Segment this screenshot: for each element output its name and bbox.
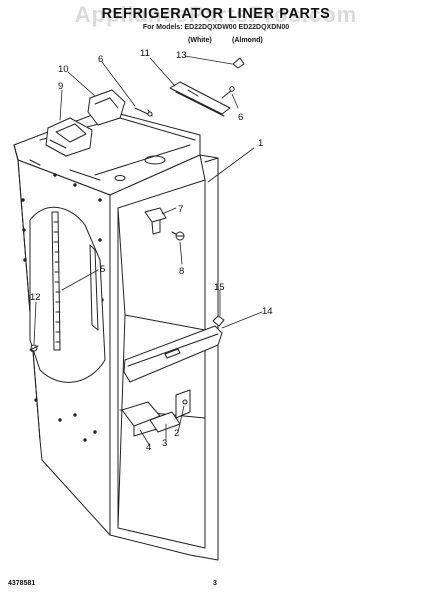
- shelf-cover-part-14: [123, 325, 223, 383]
- callout-labels: 1 2 3 4 5 6 6 7 8 9 10 11 12 13 14 15: [30, 48, 273, 453]
- screw-part-8: [171, 231, 185, 241]
- callout-14: 14: [262, 306, 273, 317]
- callout-1: 1: [258, 138, 263, 149]
- callout-6-top: 6: [98, 54, 103, 65]
- leader-lines: [33, 55, 263, 447]
- callout-2: 2: [174, 428, 179, 439]
- callout-15: 15: [214, 282, 225, 293]
- callout-8: 8: [179, 266, 184, 277]
- clip-part-13: [232, 57, 245, 69]
- variant-almond-label: (Almond): [232, 37, 263, 44]
- bottom-brackets: [121, 389, 191, 437]
- callout-10: 10: [58, 64, 69, 75]
- callout-4: 4: [146, 442, 151, 453]
- liner-body: [13, 109, 219, 561]
- variant-white-label: (White): [188, 37, 212, 44]
- page-title: REFRIGERATOR LINER PARTS: [101, 6, 331, 22]
- bracket-part-7: [144, 207, 167, 235]
- doc-number: 4378581: [8, 580, 36, 587]
- screw-part-6: [134, 86, 235, 117]
- model-line: For Models: ED22DQXDW00 ED22DQXDN00: [142, 24, 290, 31]
- callout-7: 7: [178, 204, 183, 215]
- top-left-bracket: [45, 89, 126, 157]
- callout-9: 9: [58, 81, 63, 92]
- page-number: 3: [213, 580, 217, 587]
- callout-6-right: 6: [238, 112, 243, 123]
- callout-13: 13: [176, 50, 187, 61]
- callout-5: 5: [100, 264, 105, 275]
- clip-part-15: [212, 315, 225, 327]
- screw-part-12: [29, 344, 39, 352]
- callout-11: 11: [140, 48, 150, 59]
- top-rail-part-11: [169, 81, 231, 117]
- callout-12: 12: [30, 292, 41, 303]
- callout-3: 3: [162, 438, 167, 449]
